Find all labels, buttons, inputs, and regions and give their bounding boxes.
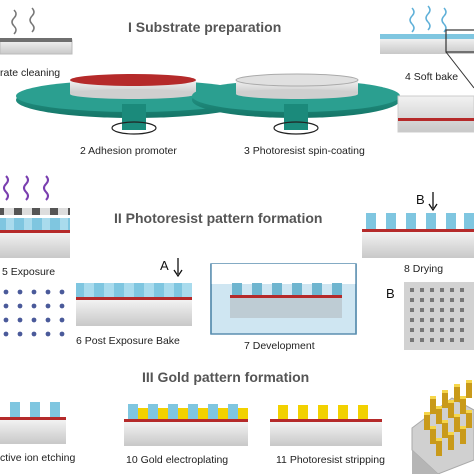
- wafer: [270, 422, 382, 446]
- adhesion-layer: [270, 419, 382, 422]
- adhesion-layer: [362, 229, 474, 232]
- wafer: [230, 298, 342, 318]
- resist-posts: [232, 283, 342, 295]
- adhesion-layer: [230, 295, 342, 298]
- exposure-dot-array: [3, 289, 65, 337]
- step10-label: 10 Gold electroplating: [126, 454, 228, 466]
- resist-pattern: [0, 218, 70, 230]
- gold-deposits: [138, 408, 248, 419]
- step4-soft-bake: 4 Soft bake: [380, 5, 474, 133]
- step7-development: 7 Development: [210, 263, 357, 352]
- wafer-surface: [0, 38, 72, 42]
- step2-label: 2 Adhesion promoter: [80, 145, 177, 157]
- step9-label: ctive ion etching: [0, 452, 75, 464]
- wafer: [76, 300, 192, 326]
- step1-label: rate cleaning: [0, 67, 60, 79]
- section-title-gold: III Gold pattern formation: [142, 369, 309, 385]
- wafer: [380, 38, 474, 54]
- wafer: [0, 232, 70, 258]
- section-title-substrate: I Substrate preparation: [128, 19, 281, 35]
- spinner-shaft: [122, 104, 146, 130]
- resist-posts: [366, 213, 474, 229]
- spinner-shaft: [284, 104, 308, 130]
- marker-b-side: B: [386, 286, 395, 301]
- step10-gold-electroplating: 10 Gold electroplating: [124, 404, 248, 466]
- step6-label: 6 Post Exposure Bake: [76, 335, 180, 347]
- step3-label: 3 Photoresist spin-coating: [244, 145, 365, 157]
- step5-label: 5 Exposure: [2, 266, 55, 278]
- resist-film: [380, 34, 474, 39]
- adhesion-layer: [0, 230, 70, 233]
- rotation-arrow: [273, 121, 319, 135]
- adhesion-layer: [0, 417, 66, 420]
- step11-label: 11 Photoresist stripping: [276, 454, 385, 466]
- step7-label: 7 Development: [244, 340, 315, 352]
- marker-a: A: [160, 258, 169, 273]
- wafer: [0, 420, 66, 444]
- wafer: [362, 232, 474, 258]
- step3-spin-coating: 3 Photoresist spin-coating: [192, 73, 400, 157]
- step9-reactive-ion-etching: ctive ion etching: [0, 402, 75, 464]
- heat-wave-icons: [409, 5, 447, 33]
- step2-adhesion-promoter: 2 Adhesion promoter: [16, 74, 252, 157]
- marker-b-top: B: [416, 192, 425, 207]
- sem-grid-pattern: [410, 288, 464, 342]
- gold-pillar-array-3d: [411, 380, 474, 474]
- photoresist-layer: [235, 73, 359, 87]
- resist-posts: [10, 402, 60, 417]
- step5-exposure: 5 Exposure: [0, 175, 70, 337]
- uv-light-icons: [3, 175, 49, 201]
- photomask: [0, 208, 70, 215]
- wafer: [0, 39, 73, 55]
- heat-wave-icons: [11, 7, 35, 35]
- adhesion-layer: [70, 74, 196, 86]
- step11-photoresist-stripping: 11 Photoresist stripping: [270, 405, 385, 466]
- pillars: [424, 380, 472, 456]
- section-title-photoresist: II Photoresist pattern formation: [114, 210, 322, 226]
- resist-pattern: [76, 283, 192, 297]
- step4-label: 4 Soft bake: [405, 71, 458, 83]
- resist-posts: [128, 404, 238, 419]
- step6-post-exposure-bake: A 6 Post Exposure Bake: [76, 258, 192, 347]
- step1-substrate-cleaning: rate cleaning: [0, 7, 73, 79]
- adhesion-layer: [76, 297, 192, 300]
- zoom-cross-section: [397, 95, 474, 133]
- gold-posts: [278, 405, 368, 419]
- adhesion-layer: [124, 419, 248, 422]
- rotation-arrow: [111, 121, 157, 135]
- zoom-box: [445, 29, 474, 53]
- step8-label: 8 Drying: [404, 263, 443, 275]
- step8-drying: B 8 Drying B: [362, 192, 474, 350]
- wafer: [124, 422, 248, 446]
